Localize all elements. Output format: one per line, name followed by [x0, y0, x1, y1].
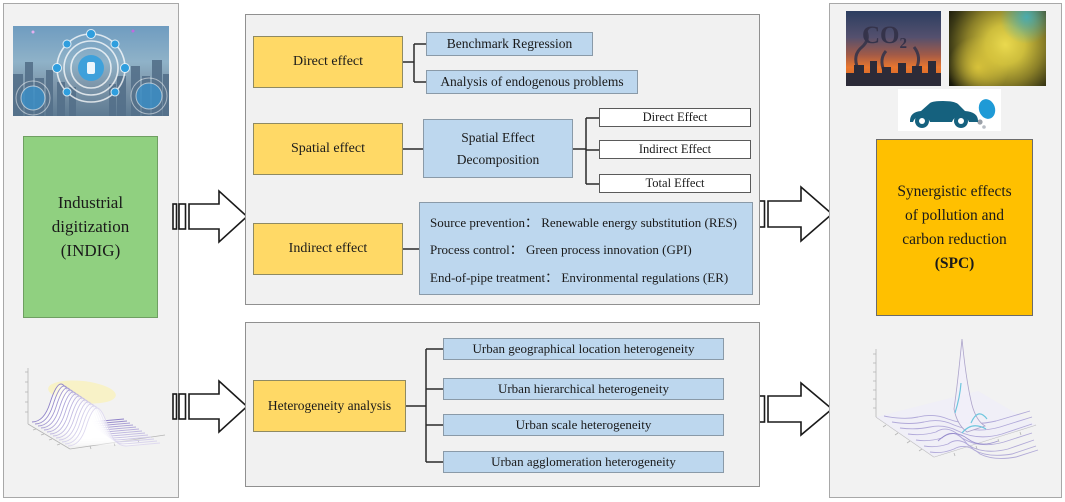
right-panel: CO₂ Synergistic effects of [829, 3, 1062, 498]
striped-right-arrow-icon [751, 381, 834, 437]
decomposition-line-1: Spatial Effect [461, 129, 535, 145]
scale-heterogeneity-box: Urban scale heterogeneity [443, 414, 724, 436]
geographical-heterogeneity-box: Urban geographical location heterogeneit… [443, 338, 724, 360]
striped-right-arrow-icon [172, 379, 249, 434]
ridge-surface-plot [10, 356, 176, 461]
decomposition-line-2: Decomposition [456, 151, 540, 167]
car-exhaust-icon [898, 89, 1001, 131]
striped-right-arrow-icon [751, 185, 834, 243]
left-panel: Industrial digitization (INDIG) [3, 3, 179, 498]
indig-line-2: digitization [51, 217, 130, 236]
arrow-heterogeneity-to-spc [751, 380, 835, 438]
indirect-effect-box: Indirect effect [253, 223, 403, 275]
co2-text: CO₂ [862, 22, 907, 49]
co2-emissions-image: CO₂ [846, 11, 941, 86]
spatial-decomposition-box: Spatial Effect Decomposition [423, 119, 573, 178]
mechanism-end-of-pipe: End-of-pipe treatment： Environmental reg… [430, 269, 729, 285]
mechanism-process-control: Process control： Green process innovatio… [430, 242, 692, 257]
indig-line-3: (INDIG) [60, 241, 121, 260]
arrow-indig-to-heterogeneity [172, 378, 250, 435]
digital-city-image [13, 26, 169, 116]
spatial-effect-box: Spatial effect [253, 123, 403, 175]
effects-container: Direct effect Benchmark Regression Analy… [245, 14, 760, 305]
indig-box: Industrial digitization (INDIG) [23, 136, 158, 318]
mechanisms-box: Source prevention： Renewable energy subs… [419, 202, 753, 295]
agglomeration-heterogeneity-box: Urban agglomeration heterogeneity [443, 451, 724, 473]
direct-effect-output-box: Direct Effect [599, 108, 751, 127]
spc-line-3: carbon reduction [902, 230, 1007, 248]
spike-surface-plot [854, 329, 1046, 477]
endogenous-problems-box: Analysis of endogenous problems [426, 70, 638, 94]
striped-right-arrow-icon [172, 189, 249, 244]
indirect-effect-output-box: Indirect Effect [599, 140, 751, 159]
spc-line-4: (SPC) [934, 254, 975, 272]
yellow-smog-image [949, 11, 1046, 86]
digital-city-graphic [13, 29, 169, 116]
spc-box: Synergistic effects of pollution and car… [876, 139, 1033, 316]
heterogeneity-container: Heterogeneity analysis Urban geographica… [245, 322, 760, 487]
arrow-indig-to-effects [172, 188, 250, 245]
arrow-effects-to-spc [751, 184, 835, 244]
mechanism-source-prevention: Source prevention： Renewable energy subs… [430, 214, 738, 230]
benchmark-regression-box: Benchmark Regression [426, 32, 593, 56]
spc-line-2: of pollution and [904, 206, 1005, 224]
direct-effect-box: Direct effect [253, 36, 403, 88]
heterogeneity-analysis-box: Heterogeneity analysis [253, 380, 406, 432]
spc-line-1: Synergistic effects [897, 182, 1012, 200]
total-effect-output-box: Total Effect [599, 174, 751, 193]
hierarchical-heterogeneity-box: Urban hierarchical heterogeneity [443, 378, 724, 400]
indig-line-1: Industrial [57, 193, 124, 212]
